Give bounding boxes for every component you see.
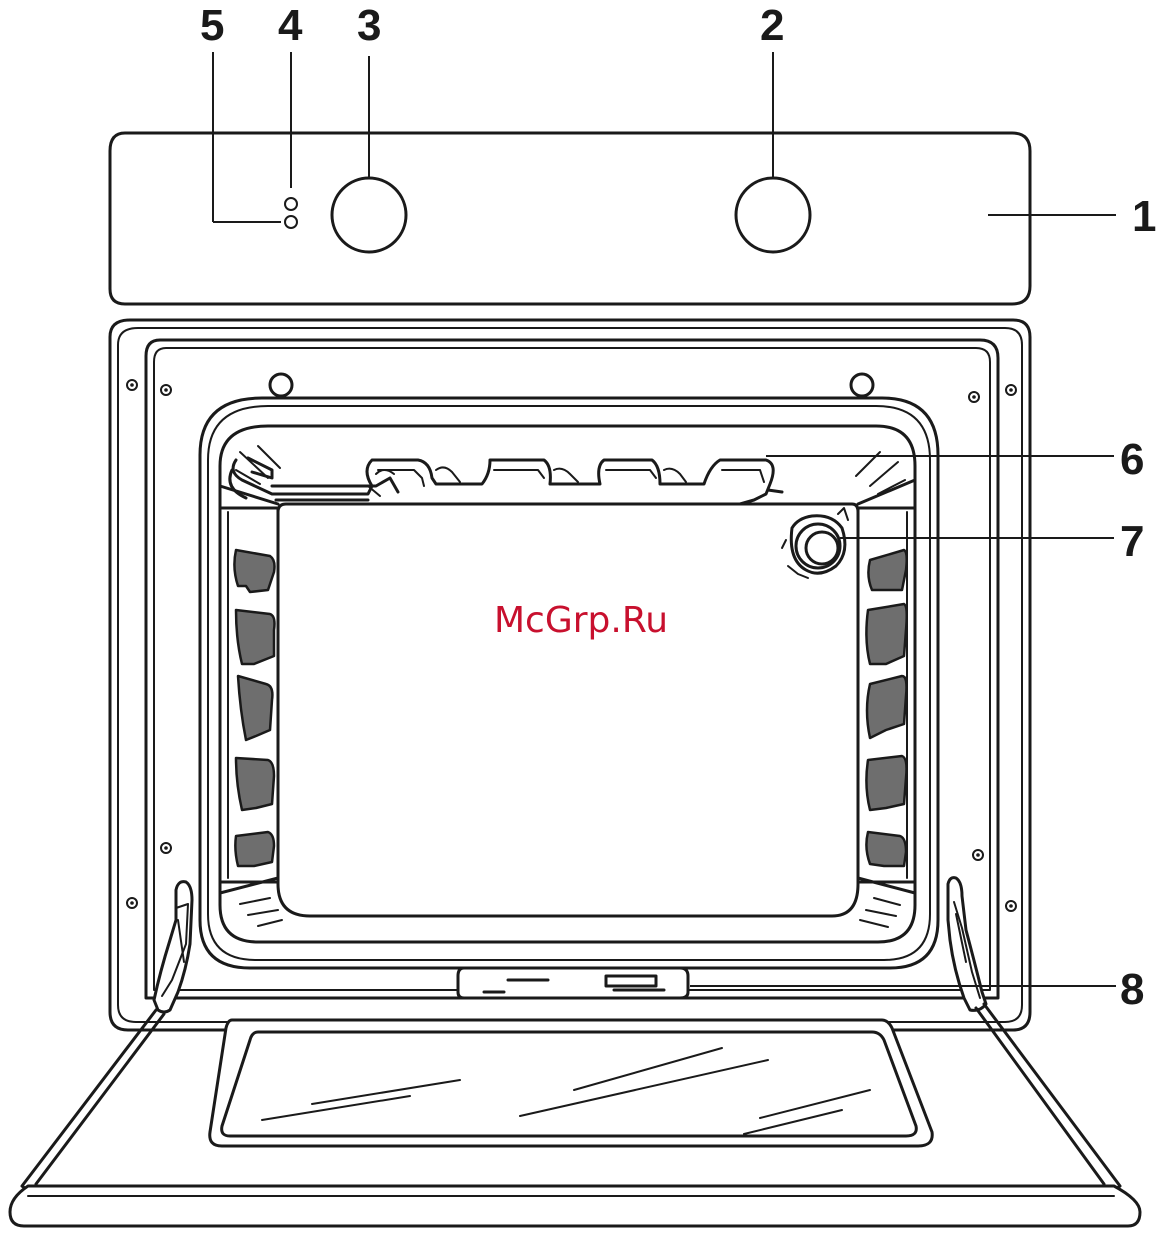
callout-2: 2 [760,1,784,50]
door-latch-8 [458,968,688,998]
callout-6: 6 [1120,435,1144,484]
callout-5: 5 [200,1,224,50]
callout-4: 4 [278,1,303,50]
watermark-text: McGrp.Ru [494,600,668,641]
callout-8: 8 [1120,965,1144,1014]
oven-door [10,1004,1140,1226]
callout-1: 1 [1132,192,1156,241]
callout-3: 3 [357,1,381,50]
callout-7: 7 [1120,517,1144,566]
control-panel [110,133,1030,304]
